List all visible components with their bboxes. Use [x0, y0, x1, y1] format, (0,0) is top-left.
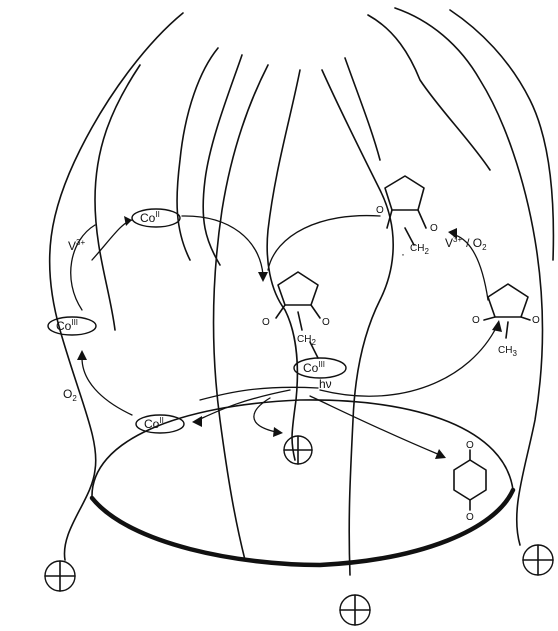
- chain-3: [203, 55, 242, 265]
- svg-text:CoIII: CoIII: [303, 360, 325, 375]
- charge-right: [523, 545, 553, 575]
- arrow-coII-top-to-center: [182, 216, 263, 275]
- hexane-ring: [454, 460, 486, 500]
- radical-ch2: CH2: [410, 243, 429, 256]
- co-bottom-ox: II: [159, 416, 163, 425]
- charge-left: [45, 561, 75, 591]
- center-ring: [278, 272, 318, 305]
- center-o-right: O: [322, 317, 330, 328]
- charge-center: [284, 436, 312, 464]
- v3-left-label: V3+: [68, 238, 85, 253]
- svg-text:CoII: CoII: [144, 416, 164, 431]
- arrow-hv-to-methyl: [320, 326, 497, 396]
- arrowhead-6: [492, 320, 502, 332]
- svg-text:CoIII: CoIII: [56, 318, 78, 333]
- co-center-label: Co: [303, 361, 319, 375]
- arrowhead-2: [77, 350, 87, 360]
- chain-10: [450, 10, 553, 260]
- arrowhead-1: [124, 216, 132, 226]
- co-left: CoIII: [48, 317, 96, 335]
- methyl-ring: [488, 284, 528, 317]
- co-left-label: Co: [56, 319, 72, 333]
- radical-o-left: O: [376, 205, 384, 216]
- arrow-coII-bottom-to-coIII: [82, 358, 132, 415]
- radical-o-right: O: [430, 223, 438, 234]
- chain-4: [214, 65, 269, 560]
- svg-text:CoII: CoII: [140, 210, 160, 225]
- hv-label: hν: [319, 377, 332, 391]
- co-center-ox: III: [318, 360, 325, 369]
- chain-7: [345, 58, 380, 160]
- micelle-core-lower: [92, 490, 513, 565]
- center-ch2: CH2: [297, 334, 316, 347]
- chain-6: [322, 70, 393, 575]
- co-left-ox: III: [71, 318, 78, 327]
- radical-ring: [385, 176, 424, 210]
- cyclohexanedione-molecule: O O: [454, 440, 486, 523]
- chain-11: [95, 65, 140, 330]
- methyl-ch3: CH3: [498, 345, 517, 358]
- arrowhead-5: [192, 416, 202, 427]
- center-o-left: O: [262, 317, 270, 328]
- co-bottom: CoII: [136, 415, 184, 433]
- co-top: CoII: [132, 209, 180, 227]
- methyl-dione-molecule: O O CH3: [472, 284, 540, 358]
- co-top-label: Co: [140, 211, 156, 225]
- chain-8: [368, 15, 490, 170]
- hexane-o-bottom: O: [466, 512, 474, 523]
- co-center: CoIII: [294, 358, 346, 378]
- chain-2: [177, 48, 218, 260]
- chain-9: [395, 8, 543, 545]
- arrow-radical-to-center: [268, 216, 380, 270]
- arrow-hv-to-dione: [310, 396, 440, 455]
- hexane-o-top: O: [466, 440, 474, 451]
- methyl-o-right: O: [532, 315, 540, 326]
- surfactant-chains: [50, 8, 554, 575]
- radical-dot: ·: [401, 247, 405, 261]
- o2-left-label: O2: [63, 387, 77, 403]
- radical-dione-molecule: O O CH2 ·: [376, 176, 438, 261]
- arrowhead-8: [273, 427, 283, 437]
- reaction-arrows: [71, 216, 502, 459]
- chain-1: [50, 13, 183, 560]
- co-top-ox: II: [155, 210, 159, 219]
- charge-bottom: [340, 595, 370, 625]
- v3-right-label: V3+/ O2: [445, 235, 487, 252]
- co-bottom-label: Co: [144, 417, 160, 431]
- methyl-o-left: O: [472, 315, 480, 326]
- arrowhead-3: [258, 272, 268, 282]
